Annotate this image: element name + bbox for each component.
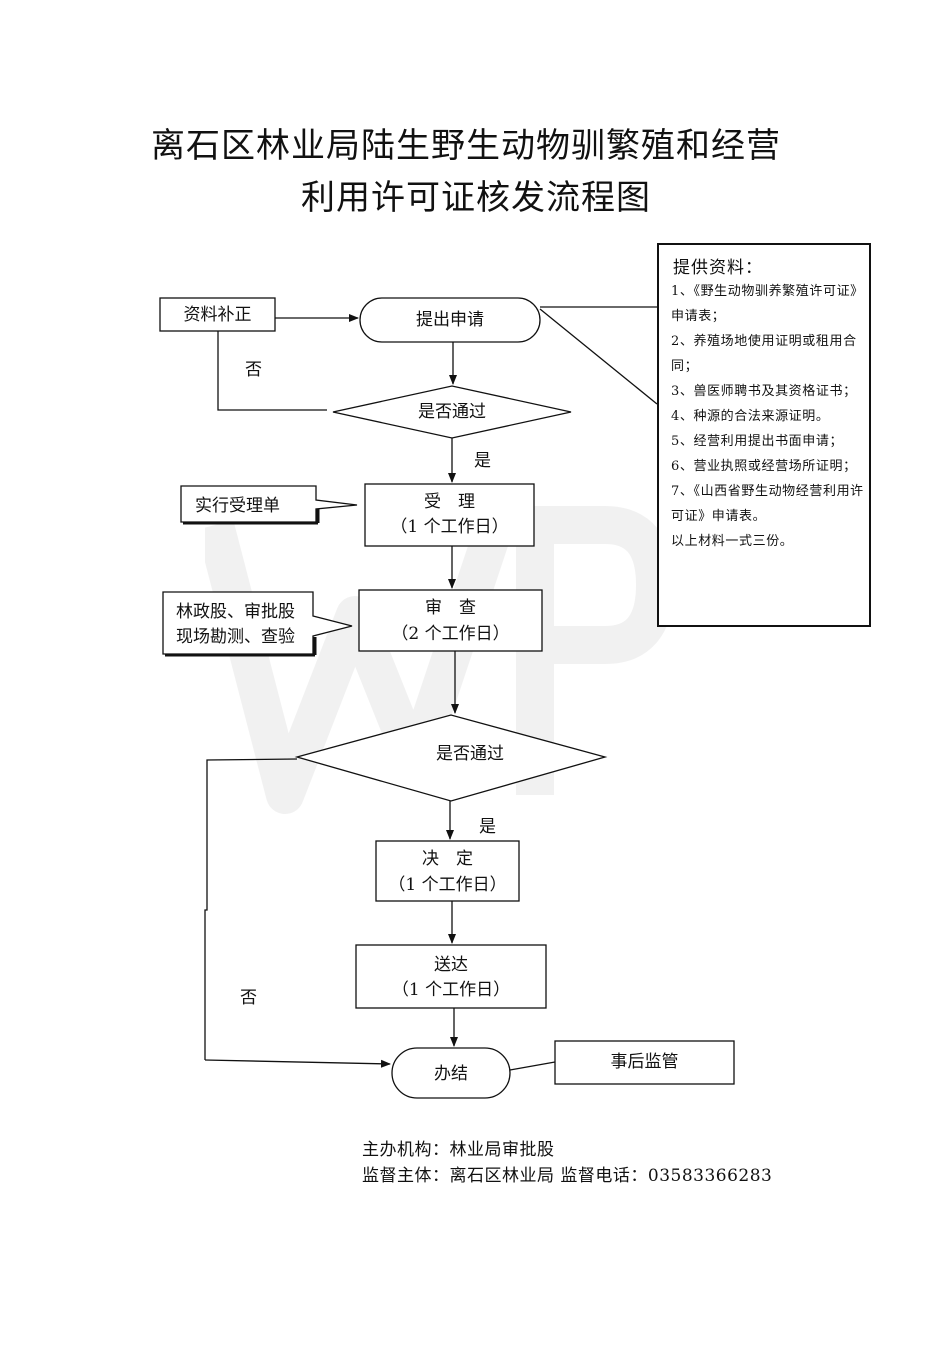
footer-supervisor: 监督主体：离石区林业局 监督电话：03583366283	[362, 1166, 773, 1186]
apply-terminal	[359, 297, 541, 343]
review-box	[358, 589, 543, 652]
branch-yes-1: 是	[474, 451, 491, 471]
materials-list: 1、《野生动物驯养繁殖许可证》申请表； 2、养殖场地使用证明或租用合同； 3、兽医师…	[671, 279, 867, 554]
title-line-2: 利用许可证核发流程图	[301, 178, 651, 218]
materials-title: 提供资料：	[673, 258, 763, 278]
materials-item: 以上材料一式三份。	[671, 534, 794, 549]
finish-label: 办结	[434, 1064, 468, 1084]
decision-1-label: 是否通过	[418, 402, 486, 422]
materials-item: 1、《野生动物驯养繁殖许可证》申请表；	[671, 284, 864, 324]
materials-box: 提供资料： 1、《野生动物驯养繁殖许可证》申请表； 2、养殖场地使用证明或租用合同…	[657, 243, 871, 627]
after-label: 事后监管	[610, 1052, 679, 1072]
materials-item: 3、兽医师聘书及其资格证书；	[671, 384, 857, 399]
branch-yes-2: 是	[479, 817, 496, 837]
accept-days: （1 个工作日）	[390, 517, 509, 537]
deliver-days: （1 个工作日）	[391, 980, 511, 1000]
review-label: 审 查	[425, 598, 476, 618]
deliver-label: 送达	[434, 955, 468, 975]
review-days: （2 个工作日）	[391, 624, 510, 644]
decision-2-shape	[294, 714, 608, 802]
materials-item: 5、经营利用提出书面申请；	[671, 434, 844, 449]
accept-label: 受 理	[424, 492, 475, 512]
branch-no-1: 否	[245, 360, 262, 380]
materials-item: 2、养殖场地使用证明或租用合同；	[671, 334, 857, 374]
review-note-line-1: 林政股、审批股	[176, 602, 295, 622]
decision-1-shape	[332, 385, 572, 439]
materials-item: 7、《山西省野生动物经营利用许可证》申请表。	[671, 484, 864, 524]
decide-box	[375, 840, 520, 902]
supplement-label: 资料补正	[183, 305, 252, 325]
footer-organizer: 主办机构：林业局审批股	[362, 1140, 555, 1160]
deliver-box	[355, 944, 547, 1009]
after-box	[554, 1040, 735, 1085]
accept-note-callout	[180, 485, 358, 525]
finish-terminal	[391, 1047, 511, 1099]
materials-item: 4、种源的合法来源证明。	[671, 409, 830, 424]
review-note-line-2: 现场勘测、查验	[176, 627, 295, 647]
accept-box	[364, 483, 535, 547]
apply-label: 提出申请	[416, 310, 484, 330]
accept-note-text: 实行受理单	[195, 496, 280, 516]
supplement-box	[159, 297, 276, 332]
review-note-callout	[162, 591, 353, 657]
footer: 主办机构：林业局审批股 监督主体：离石区林业局 监督电话：03583366283	[362, 1137, 772, 1189]
title-line-1: 离石区林业局陆生野生动物驯繁殖和经营	[151, 126, 781, 166]
materials-item: 6、营业执照或经营场所证明；	[671, 459, 857, 474]
branch-no-2: 否	[240, 988, 257, 1008]
decision-2-label: 是否通过	[436, 744, 504, 764]
decide-label: 决 定	[422, 849, 473, 869]
decide-days: （1 个工作日）	[388, 875, 507, 895]
